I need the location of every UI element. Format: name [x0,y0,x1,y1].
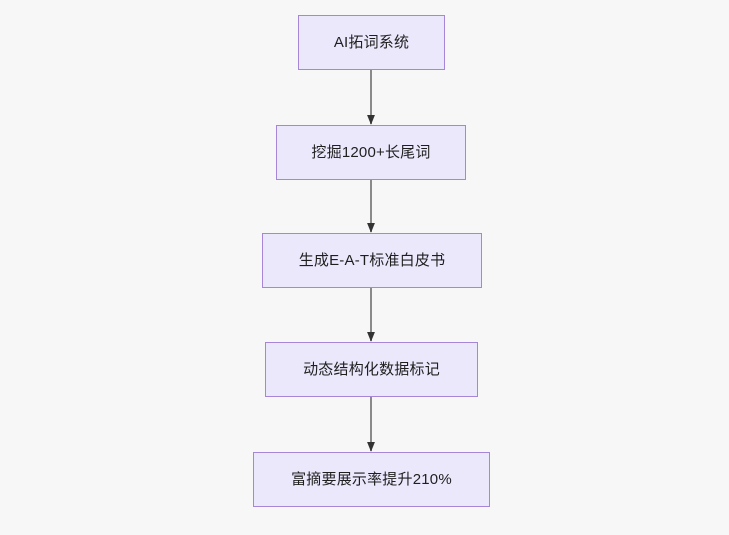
flowchart-node-label: AI拓词系统 [333,33,410,51]
flowchart-node-dynamic-structured-data-markup[interactable]: 动态结构化数据标记 [265,342,478,397]
flowchart-node-label: 生成E-A-T标准白皮书 [298,251,446,269]
flowchart-node-rich-snippet-impression-lift[interactable]: 富摘要展示率提升210% [253,452,490,507]
flowchart-node-ai-keyword-system[interactable]: AI拓词系统 [298,15,445,70]
flowchart-node-label: 富摘要展示率提升210% [291,470,452,488]
flowchart-node-label: 动态结构化数据标记 [303,360,440,378]
flowchart-node-generate-eat-whitepaper[interactable]: 生成E-A-T标准白皮书 [262,233,482,288]
flowchart-node-label: 挖掘1200+长尾词 [311,143,431,161]
flowchart-node-mine-longtail-keywords[interactable]: 挖掘1200+长尾词 [276,125,466,180]
